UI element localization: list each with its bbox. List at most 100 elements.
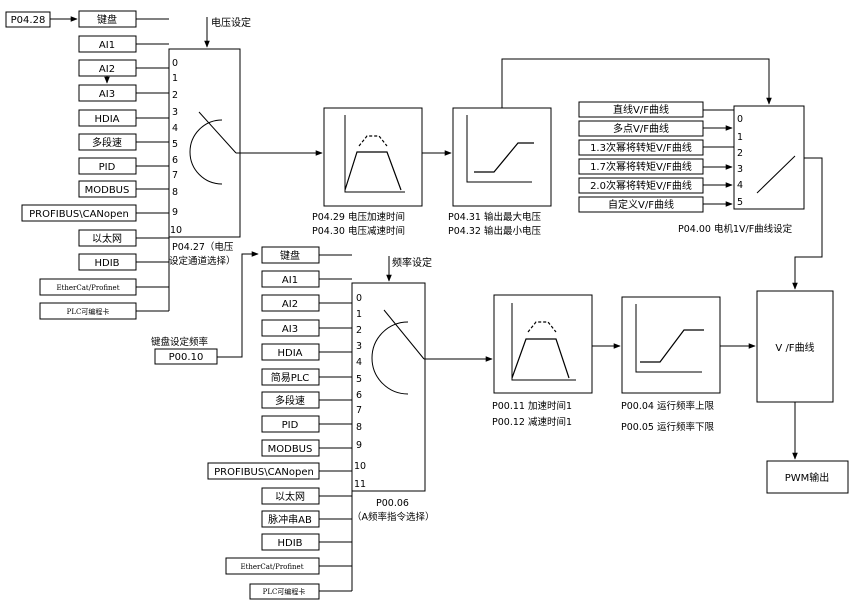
pwm-output-label: PWM输出 — [785, 471, 830, 484]
voltage-keyboard-param: P04.28 — [11, 15, 46, 26]
frequency-accel-axes — [511, 303, 576, 381]
frequency-source-label: 简易PLC — [271, 371, 310, 384]
frequency-accel-caption-2: P00.12 减速时间1 — [492, 416, 572, 428]
curve-option-label: 1.3次幂将转矩V/F曲线 — [590, 141, 692, 154]
curve-number: 0 — [737, 114, 743, 125]
frequency-accel-caption-1: P00.11 加速时间1 — [492, 400, 572, 412]
curve-caption: P04.00 电机1V/F曲线设定 — [678, 223, 793, 235]
voltage-selector-caption-1: P04.27（电压 — [172, 241, 234, 253]
frequency-source-label: 脉冲串AB — [268, 513, 312, 526]
voltage-channel-number: 8 — [172, 187, 178, 198]
voltage-limit-block — [452, 107, 552, 207]
frequency-source-label: 多段速 — [275, 394, 305, 407]
vf-curve-block — [756, 290, 834, 403]
frequency-limit-curve — [640, 329, 704, 363]
voltage-source-label: 以太网 — [92, 232, 122, 245]
frequency-selector-arc — [371, 321, 409, 395]
curve-number: 2 — [737, 148, 743, 159]
voltage-source-label: PID — [99, 162, 116, 173]
voltage-source-label: HDIB — [94, 258, 119, 269]
frequency-limit-axes — [635, 304, 702, 373]
voltage-source-list: 键盘 AI1 AI2 AI3 HDIA 多段速 PID MODBUS PROFI… — [21, 10, 169, 320]
voltage-accel-block — [323, 107, 423, 207]
frequency-source-label: EtherCat/Profinet — [240, 563, 303, 571]
frequency-source-list: 键盘 AI1 AI2 AI3 HDIA 简易PLC 多段速 PID MODBUS… — [207, 246, 352, 600]
voltage-accel-caption-2: P04.30 电压减速时间 — [312, 225, 405, 237]
voltage-channel-number: 3 — [172, 107, 178, 118]
voltage-accel-trapezoid — [344, 151, 402, 191]
frequency-accel-block — [493, 294, 593, 394]
frequency-selector-caption-1: P00.06 — [376, 498, 409, 509]
voltage-source-label: 多段速 — [92, 136, 122, 149]
curve-option-label: 1.7次幂将转矩V/F曲线 — [590, 160, 692, 173]
vf-curve-label: V /F曲线 — [775, 341, 814, 354]
frequency-limit-caption-1: P00.04 运行频率上限 — [621, 400, 714, 412]
frequency-channel-number: 3 — [356, 341, 362, 352]
voltage-channel-number: 6 — [172, 155, 178, 166]
frequency-channel-number: 10 — [354, 461, 366, 472]
voltage-accel-caption-1: P04.29 电压加速时间 — [312, 211, 405, 223]
frequency-channel-number: 11 — [354, 479, 366, 490]
voltage-channel-number: 2 — [172, 90, 178, 101]
frequency-source-label: AI3 — [282, 324, 298, 335]
frequency-source-label: MODBUS — [268, 444, 313, 455]
curve-option-list: 直线V/F曲线 多点V/F曲线 1.3次幂将转矩V/F曲线 1.7次幂将转矩V/… — [578, 101, 704, 213]
frequency-channel-number: 7 — [356, 405, 362, 416]
pwm-output-block — [766, 460, 849, 494]
voltage-limit-axes — [466, 115, 532, 183]
curve-number: 3 — [737, 164, 743, 175]
curve-number: 1 — [737, 132, 743, 143]
voltage-channel-number: 7 — [172, 170, 178, 181]
frequency-selector-caption-2: （A频率指令选择） — [352, 511, 435, 523]
frequency-keyboard-caption: 键盘设定频率 — [151, 336, 209, 348]
voltage-channel-number: 4 — [172, 123, 178, 134]
frequency-source-label: AI1 — [282, 275, 298, 286]
voltage-source-label: HDIA — [94, 114, 119, 125]
voltage-channel-number: 10 — [170, 225, 182, 236]
voltage-channel-number: 9 — [172, 207, 178, 218]
frequency-source-label: 键盘 — [280, 249, 300, 262]
voltage-limit-caption-2: P04.32 输出最小电压 — [448, 225, 541, 237]
voltage-accel-axes — [344, 115, 405, 193]
frequency-channel-number: 9 — [356, 440, 362, 451]
curve-option-label: 2.0次幂将转矩V/F曲线 — [590, 179, 692, 192]
voltage-selector-caption-2: 设定通道选择） — [169, 255, 236, 267]
frequency-source-label: 以太网 — [275, 490, 305, 503]
frequency-source-label: HDIB — [277, 538, 302, 549]
curve-selector — [733, 105, 805, 210]
voltage-limit-curve — [474, 142, 534, 173]
voltage-source-label: AI3 — [99, 89, 115, 100]
voltage-source-label: AI2 — [99, 64, 115, 75]
frequency-channel-number: 8 — [356, 422, 362, 433]
curve-number: 4 — [737, 180, 743, 191]
frequency-accel-dashed-peak — [527, 321, 557, 333]
curve-number: 5 — [737, 197, 743, 208]
curve-option-label: 直线V/F曲线 — [613, 103, 669, 116]
voltage-channel-number: 0 — [172, 58, 178, 69]
voltage-channel-number: 5 — [172, 139, 178, 150]
frequency-source-label: PLC可编程卡 — [263, 587, 306, 596]
voltage-source-label: AI1 — [99, 40, 115, 51]
frequency-channel-number: 0 — [356, 293, 362, 304]
frequency-limit-caption-2: P00.05 运行频率下限 — [621, 421, 714, 433]
frequency-source-label: PID — [282, 420, 299, 431]
frequency-channel-selector — [351, 282, 426, 492]
curve-option-label: 自定义V/F曲线 — [608, 198, 674, 211]
voltage-source-label: 键盘 — [97, 13, 117, 26]
voltage-accel-dashed-peak — [358, 135, 388, 147]
voltage-to-curve-arrow — [501, 58, 772, 108]
curve-to-vf-arrow — [792, 157, 823, 290]
voltage-source-label: PLC可编程卡 — [67, 307, 110, 316]
voltage-source-label: MODBUS — [85, 185, 130, 196]
curve-selector-switch — [756, 155, 796, 194]
voltage-channel-selector — [168, 48, 241, 238]
frequency-channel-number: 6 — [356, 390, 362, 401]
frequency-channel-number: 1 — [356, 309, 362, 320]
voltage-selector-switch — [198, 111, 237, 154]
frequency-source-label: AI2 — [282, 299, 298, 310]
frequency-limit-block — [621, 296, 721, 394]
frequency-channel-number: 2 — [356, 325, 362, 336]
voltage-limit-caption-1: P04.31 输出最大电压 — [448, 211, 541, 223]
